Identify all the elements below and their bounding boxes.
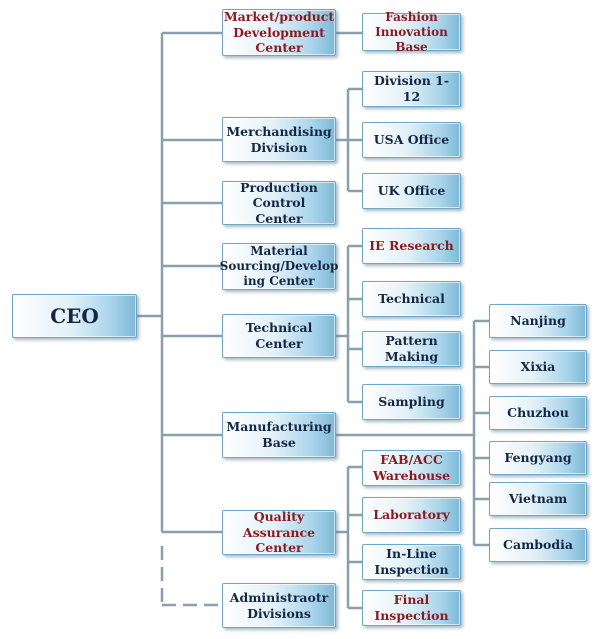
- node-pattern-label: Pattern Making: [384, 333, 439, 364]
- node-market-label: Market/product Development Center: [223, 9, 335, 56]
- node-laboratory[interactable]: Laboratory: [362, 497, 461, 533]
- node-manufacturing-base[interactable]: Manufacturing Base: [222, 412, 336, 458]
- node-vietnam[interactable]: Vietnam: [489, 482, 587, 516]
- node-nanjing[interactable]: Nanjing: [489, 304, 587, 338]
- node-technical-center[interactable]: Technical Center: [222, 314, 336, 358]
- node-chuzhou[interactable]: Chuzhou: [489, 396, 587, 430]
- node-final-label: Final Inspection: [374, 592, 449, 623]
- node-sampling-label: Sampling: [378, 394, 445, 410]
- node-market-product-development-center[interactable]: Market/product Development Center: [222, 9, 336, 56]
- node-division-1-12[interactable]: Division 1-12: [362, 71, 461, 107]
- node-uk-office[interactable]: UK Office: [362, 173, 461, 209]
- node-xixia-label: Xixia: [520, 359, 556, 375]
- node-usa-label: USA Office: [373, 132, 450, 148]
- node-technical[interactable]: Technical: [362, 281, 461, 317]
- node-administrator-divisions[interactable]: Administraotr Divisions: [222, 583, 336, 628]
- node-in-line-inspection[interactable]: In-Line Inspection: [362, 544, 461, 580]
- node-admin-label: Administraotr Divisions: [229, 589, 329, 621]
- node-cambodia[interactable]: Cambodia: [489, 528, 587, 562]
- node-ie-research[interactable]: IE Research: [362, 228, 461, 264]
- node-xixia[interactable]: Xixia: [489, 350, 587, 384]
- node-quality-label: Quality Assurance Center: [242, 509, 316, 556]
- node-production-control-center[interactable]: Production Control Center: [222, 179, 336, 226]
- node-pattern-making[interactable]: Pattern Making: [362, 331, 461, 367]
- node-merchandising-division[interactable]: Merchandising Division: [222, 117, 336, 162]
- node-uk-label: UK Office: [377, 183, 446, 199]
- node-fashion-innovation-base[interactable]: Fashion Innovation Base: [362, 10, 461, 54]
- node-usa-office[interactable]: USA Office: [362, 122, 461, 158]
- node-final-inspection[interactable]: Final Inspection: [362, 590, 461, 626]
- node-material-label: Material Sourcing/Develop ing Center: [219, 244, 339, 288]
- node-cambodia-label: Cambodia: [503, 537, 573, 553]
- node-fashion-label: Fashion Innovation Base: [375, 9, 448, 54]
- node-production-label: Production Control Center: [240, 179, 318, 226]
- node-vietnam-label: Vietnam: [508, 491, 568, 507]
- node-sampling[interactable]: Sampling: [362, 384, 461, 420]
- node-division-label: Division 1-12: [373, 73, 450, 104]
- node-fab-label: FAB/ACC Warehouse: [372, 452, 451, 483]
- node-technical-center-label: Technical Center: [245, 320, 313, 351]
- node-ceo-label: CEO: [50, 303, 99, 328]
- node-quality-assurance-center[interactable]: Quality Assurance Center: [222, 509, 336, 556]
- node-laboratory-label: Laboratory: [373, 507, 450, 523]
- node-ceo[interactable]: CEO: [12, 294, 137, 338]
- node-nanjing-label: Nanjing: [510, 313, 566, 329]
- node-fengyang[interactable]: Fengyang: [489, 441, 587, 475]
- node-merch-label: Merchandising Division: [226, 123, 332, 155]
- node-fengyang-label: Fengyang: [504, 450, 572, 466]
- node-manufacturing-label: Manufacturing Base: [226, 419, 332, 450]
- node-chuzhou-label: Chuzhou: [507, 405, 569, 421]
- node-inline-label: In-Line Inspection: [374, 546, 449, 577]
- node-material-sourcing-center[interactable]: Material Sourcing/Develop ing Center: [219, 243, 339, 290]
- node-fab-acc-warehouse[interactable]: FAB/ACC Warehouse: [362, 450, 461, 486]
- node-ie-label: IE Research: [369, 238, 454, 254]
- node-technical-label: Technical: [378, 291, 445, 307]
